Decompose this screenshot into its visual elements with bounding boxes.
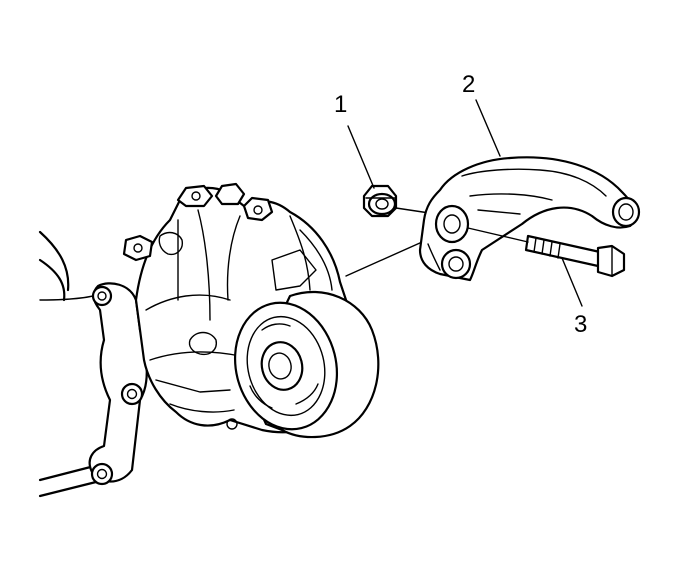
callout-1: 1 xyxy=(334,91,347,118)
callout-1-leader xyxy=(347,125,375,189)
callout-3-leader xyxy=(561,257,583,307)
callout-2-leader xyxy=(475,99,501,157)
pinion-flange-pulley xyxy=(233,291,380,439)
leader-bolt-to-bracket xyxy=(467,227,529,243)
callout-2: 2 xyxy=(462,71,475,98)
callout-3: 3 xyxy=(574,311,587,338)
nut-part-1 xyxy=(362,184,398,218)
bolt-part-3 xyxy=(524,234,626,278)
mount-bracket-part-2 xyxy=(418,156,641,282)
